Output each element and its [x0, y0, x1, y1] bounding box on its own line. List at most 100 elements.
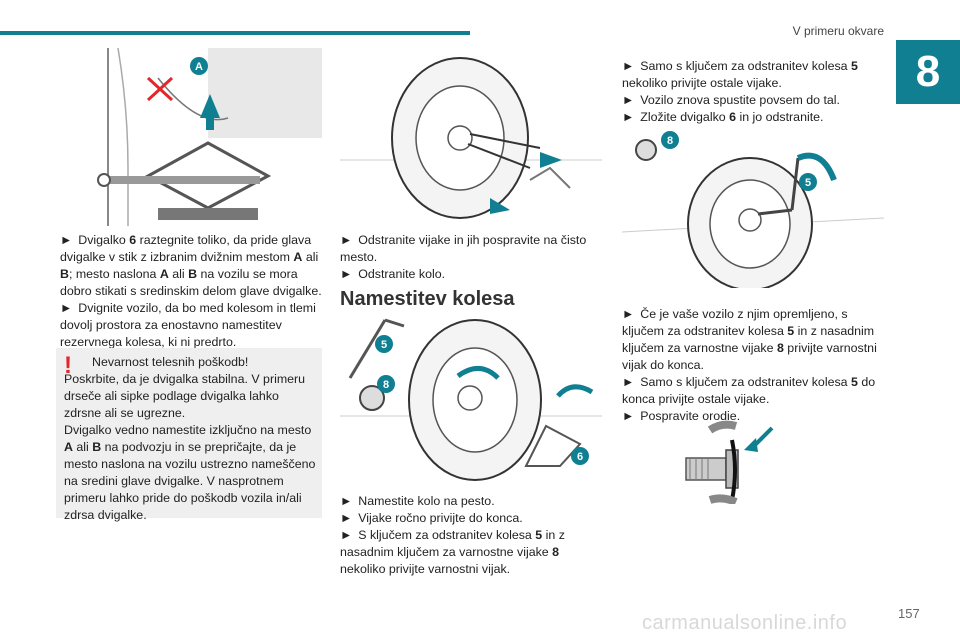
paragraph-slightly-tighten: ►Samo s ključem za odstranitev kolesa 5 …: [622, 58, 884, 92]
text-run: Dvignite vozilo, da bo med kolesom in tl…: [60, 301, 316, 349]
section-heading: Namestitev kolesa: [340, 288, 515, 310]
text-run: raztegnite toliko, da pride glava dvigal…: [60, 233, 312, 264]
text-run: Dvigalko: [78, 233, 130, 247]
warning-exclamation-icon: !: [64, 352, 72, 379]
text-run: in z nasadnim ključem za varnostne vijak…: [340, 528, 565, 559]
bullet-arrow-icon: ►: [340, 494, 353, 508]
page-number: 157: [898, 606, 920, 621]
chapter-number-badge: 8: [896, 40, 960, 104]
text-run: Vijake ročno privijte do konca.: [358, 511, 523, 525]
text-run: ali: [168, 267, 189, 281]
bolt-detail-illustration: [676, 420, 788, 506]
paragraph-fold-jack: ► Zložite dvigalko 6 in jo odstranite.: [622, 109, 884, 126]
text-run: Samo s ključem za odstranitev kolesa: [640, 375, 851, 389]
paragraph-remove-wheel: ► Odstranite kolo.: [340, 266, 602, 283]
ref-6: 6: [729, 110, 737, 124]
bullet-arrow-icon: ►: [340, 267, 353, 281]
text-run: ali: [302, 250, 319, 264]
bullet-arrow-icon: ►: [622, 375, 635, 389]
column-2-text-top: ►Odstranite vijake in jih pospravite na …: [340, 232, 602, 283]
text-run: Če je vaše vozilo z njim opremljeno, s k…: [622, 307, 848, 338]
text-run: do konca privijte ostale vijake.: [622, 375, 876, 406]
warning-box: ! Nevarnost telesnih poškodb! Poskrbite,…: [56, 348, 322, 522]
text-run: in jo odstranite.: [736, 110, 824, 124]
text-run: nekoliko privijte varnostni vijak.: [340, 562, 511, 576]
ref-8: 8: [776, 341, 784, 355]
ref-b: B: [188, 267, 198, 281]
paragraph-remove-bolts: ►Odstranite vijake in jih pospravite na …: [340, 232, 602, 266]
text-run: Pospravite orodje.: [640, 409, 741, 423]
ref-a: A: [293, 250, 303, 264]
callout-a-badge: [190, 57, 208, 75]
text-run: na vozilu se mora dobro stikati s sredin…: [60, 267, 322, 298]
bullet-arrow-icon: ►: [340, 233, 353, 247]
paragraph-fit-wheel: ► Namestite kolo na pesto.: [340, 493, 602, 510]
paragraph-lift-vehicle: ►Dvignite vozilo, da bo med kolesom in t…: [60, 300, 322, 351]
callout-5-badge: [375, 335, 393, 353]
bullet-arrow-icon: ►: [60, 233, 73, 247]
text-run: na podvozju in se prepričajte, da je mes…: [64, 440, 316, 522]
text-run: nekoliko privijte ostale vijake.: [622, 76, 782, 90]
callout-a-label: A: [195, 61, 203, 73]
ref-8: 8: [552, 545, 560, 559]
bullet-arrow-icon: ►: [60, 301, 73, 315]
column-3-text-top: ►Samo s ključem za odstranitev kolesa 5 …: [622, 58, 884, 126]
text-run: in z nasadnim ključem za varnostne vijak…: [622, 324, 875, 355]
ref-b: B: [60, 267, 69, 281]
paragraph-hand-tighten: ► Vijake ročno privijte do konca.: [340, 510, 602, 527]
bullet-arrow-icon: ►: [622, 93, 635, 107]
paragraph-tighten-security-bolt: ► S ključem za odstranitev kolesa 5 in z …: [340, 527, 602, 578]
text-run: S ključem za odstranitev kolesa: [358, 528, 536, 542]
bullet-arrow-icon: ►: [622, 59, 635, 73]
callout-5-label: 5: [805, 177, 811, 189]
text-run: ; mesto naslona: [68, 267, 160, 281]
column-3-text-bottom: ►Če je vaše vozilo z njim opremljeno, s …: [622, 306, 884, 425]
callout-5-label: 5: [381, 339, 387, 351]
bullet-arrow-icon: ►: [622, 409, 635, 423]
watermark: carmanualsonline.info: [642, 612, 848, 634]
column-1-text: ► Dvigalko 6 raztegnite toliko, da pride …: [60, 232, 322, 351]
text-run: Poskrbite, da je dvigalka stabilna. V pr…: [64, 372, 306, 420]
ref-5: 5: [851, 59, 858, 73]
text-run: Dvigalko vedno namestite izključno na me…: [64, 423, 312, 437]
paragraph-fully-tighten: ►Samo s ključem za odstranitev kolesa 5 …: [622, 374, 884, 408]
text-run: Samo s ključem za odstranitev kolesa: [640, 59, 851, 73]
text-run: Zložite dvigalko: [640, 110, 730, 124]
ref-b: B: [92, 440, 102, 454]
callout-5-badge: [799, 173, 817, 191]
callout-8-badge: [377, 375, 395, 393]
callout-8-badge: [661, 131, 679, 149]
callout-6-badge: [571, 447, 589, 465]
chapter-title: V primeru okvare: [792, 24, 884, 38]
ref-6: 6: [129, 233, 137, 247]
text-run: privijte varnostni vijak do konca.: [622, 341, 877, 372]
callout-6-label: 6: [577, 451, 583, 463]
paragraph-extend-jack: ► Dvigalko 6 raztegnite toliko, da pride …: [60, 232, 322, 300]
bullet-arrow-icon: ►: [622, 110, 635, 124]
text-run: Odstranite kolo.: [358, 267, 446, 281]
ref-a: A: [64, 440, 73, 454]
bullet-arrow-icon: ►: [340, 528, 353, 542]
text-run: ali: [72, 440, 93, 454]
ref-5: 5: [787, 324, 795, 338]
callout-8-label: 8: [667, 135, 673, 147]
text-run: Odstranite vijake in jih pospravite na č…: [340, 233, 587, 264]
column-2-text-bottom: ► Namestite kolo na pesto. ► Vijake ročno …: [340, 493, 602, 578]
text-run: Vozilo znova spustite povsem do tal.: [640, 93, 841, 107]
fit-wheel-illustration: 5 8 6: [340, 316, 602, 484]
callout-8-label: 8: [383, 379, 389, 391]
header-accent-bar: [0, 31, 470, 35]
jack-illustration: A: [88, 47, 322, 226]
warning-body: Poskrbite, da je dvigalka stabilna. V pr…: [64, 371, 316, 524]
bullet-arrow-icon: ►: [340, 511, 353, 525]
warning-title: Nevarnost telesnih poškodb!: [92, 355, 249, 369]
ref-a: A: [159, 267, 169, 281]
text-run: Namestite kolo na pesto.: [358, 494, 495, 508]
bullet-arrow-icon: ►: [622, 307, 635, 321]
paragraph-lower-vehicle: ► Vozilo znova spustite povsem do tal.: [622, 92, 884, 109]
ref-5: 5: [851, 375, 858, 389]
paragraph-store-tools: ► Pospravite orodje.: [622, 408, 884, 425]
remove-bolts-illustration: [340, 48, 602, 220]
final-tightening-illustration: 8 5: [621, 128, 885, 291]
ref-5: 5: [535, 528, 543, 542]
